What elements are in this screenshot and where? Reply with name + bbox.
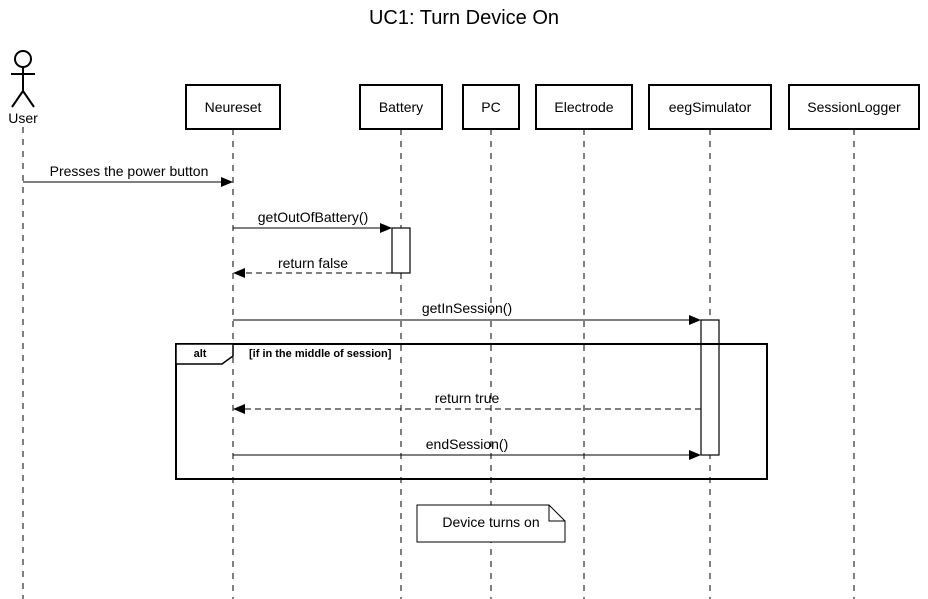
- message-label-getinsession: getInSession(): [422, 300, 512, 316]
- activation-eegsimulator: [700, 319, 720, 456]
- participant-label: eegSimulator: [669, 99, 752, 115]
- participant-neureset: Neureset: [185, 84, 281, 130]
- alt-frame-guard: [if in the middle of session]: [249, 348, 392, 360]
- participant-label: Neureset: [205, 99, 262, 115]
- participant-eegsimulator: eegSimulator: [648, 84, 772, 130]
- message-label-power: Presses the power button: [50, 163, 209, 179]
- actor-user-label: User: [8, 110, 38, 126]
- message-label-getoutofbattery: getOutOfBattery(): [258, 209, 368, 225]
- participant-label: Electrode: [554, 99, 613, 115]
- message-label-endsession: endSession(): [426, 436, 509, 452]
- participant-label: SessionLogger: [807, 99, 901, 115]
- participant-sessionlogger: SessionLogger: [788, 84, 920, 130]
- note: Device turns on: [416, 504, 566, 543]
- alt-frame-operator: alt: [194, 348, 207, 360]
- participant-electrode: Electrode: [535, 84, 633, 130]
- actor-user-icon: [11, 50, 35, 108]
- alt-frame: alt [if in the middle of session]: [175, 343, 768, 480]
- diagram-title: UC1: Turn Device On: [369, 7, 559, 29]
- note-text: Device turns on: [442, 514, 539, 530]
- participant-pc: PC: [462, 84, 520, 130]
- participant-battery: Battery: [359, 84, 443, 130]
- activation-battery: [391, 227, 411, 274]
- participant-label: Battery: [379, 99, 423, 115]
- message-label-return-true: return true: [435, 390, 500, 406]
- participant-label: PC: [481, 99, 500, 115]
- message-label-return-false: return false: [278, 255, 348, 271]
